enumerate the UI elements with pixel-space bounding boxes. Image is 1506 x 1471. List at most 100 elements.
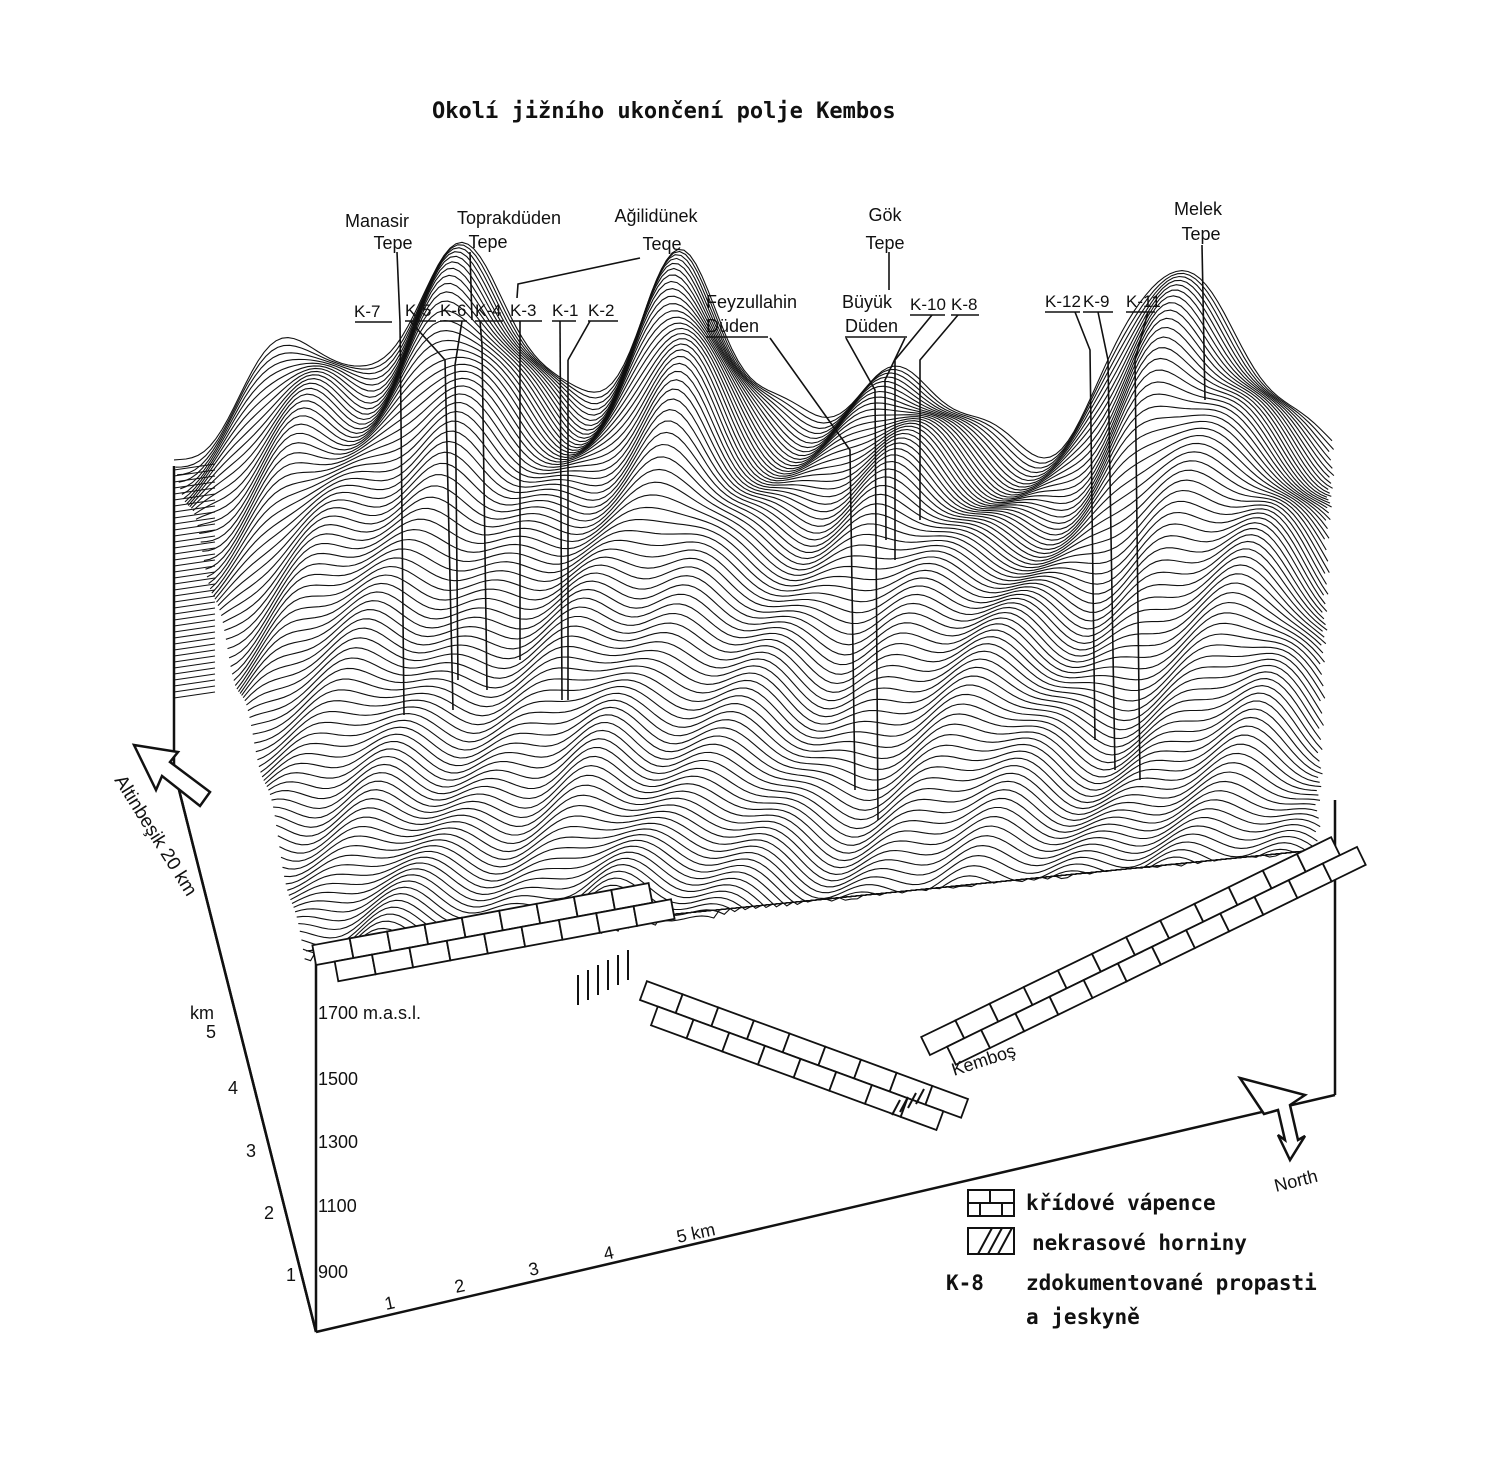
doline-label-feyzullahin: Feyzullahin Düden — [706, 292, 797, 338]
terrain-contour-line — [181, 261, 1335, 495]
north-arrow-icon — [1237, 1075, 1309, 1163]
terrain-contour-line — [250, 656, 1320, 740]
terrain-side-hatch — [173, 613, 216, 621]
terrain-contour-line — [186, 282, 1333, 505]
terrain-contour-line — [217, 443, 1329, 606]
legend-item-nonkarst: nekrasové horniny — [967, 1227, 1247, 1255]
terrain-side-hatch — [173, 565, 216, 573]
terrain-contour-line — [202, 349, 1331, 552]
terrain-side-hatch — [173, 571, 216, 579]
terrain-contour-line — [291, 849, 1319, 909]
front-axis: 1 2 3 4 5 km — [383, 1219, 717, 1314]
cave-label-k5: K-5 — [405, 301, 431, 320]
terrain-contour-line — [187, 291, 1329, 506]
terrain-side-hatch — [173, 661, 216, 669]
cave-labels: K-7 K-5 K-6 K-4 K-3 K-1 K-2 K-10 K-8 K-1… — [354, 292, 1161, 321]
limestone-brick-icon — [967, 1189, 1015, 1217]
terrain-contour-line — [190, 310, 1332, 509]
west-direction-arrow: Altinbeşik 20 km — [110, 743, 212, 900]
terrain-contour-line — [211, 398, 1329, 594]
terrain-contour-line — [203, 355, 1327, 562]
cave-label-k2: K-2 — [588, 301, 614, 320]
terrain-contour-line — [279, 804, 1318, 882]
terrain-side-hatch — [173, 487, 216, 495]
north-direction-label: North — [1272, 1166, 1320, 1196]
terrain-side-hatch — [173, 643, 216, 651]
legend-item-limestone: křídové vápence — [967, 1189, 1216, 1217]
doline-labels: Feyzullahin Düden Büyük Düden — [706, 292, 907, 338]
terrain-side-hatch — [173, 691, 216, 699]
terrain-contour-line — [280, 815, 1320, 888]
nonkarst-rock-hatch — [577, 950, 925, 1116]
terrain-contour-line — [273, 765, 1318, 854]
terrain-contour-line — [263, 714, 1320, 802]
terrain-side-hatch — [173, 499, 216, 507]
terrain-side-hatch — [173, 559, 216, 567]
peak-name: Gök — [868, 205, 902, 225]
peak-label-toprakduden: Toprakdüden Tepe — [457, 208, 561, 252]
terrain-contour-line — [233, 556, 1327, 681]
terrain-contour-line — [183, 267, 1330, 500]
terrain-contour-line — [180, 255, 1333, 490]
terrain-contour-line — [208, 379, 1326, 585]
terrain-contour-line — [214, 420, 1326, 600]
terrain-contour-line — [266, 729, 1317, 821]
terrain-contour-line — [199, 338, 1328, 534]
peak-type: Tepe — [865, 233, 904, 253]
elevation-tick: 1700 m.a.s.l. — [318, 1003, 421, 1023]
peak-label-melek: Melek Tepe — [1174, 199, 1223, 244]
terrain-side-hatch — [173, 625, 216, 633]
peak-name: Melek — [1174, 199, 1223, 219]
terrain-contour-line — [269, 746, 1321, 838]
doline-label-buyuk: Büyük Düden — [842, 292, 907, 338]
elevation-tick: 900 — [318, 1262, 348, 1282]
limestone-brick — [1321, 845, 1367, 883]
terrain-contour-line — [257, 686, 1320, 771]
terrain-contour-line — [244, 615, 1326, 702]
west-arrow-icon — [131, 743, 212, 808]
terrain-contour-line — [234, 564, 1322, 686]
elevation-axis: 1700 m.a.s.l. 1500 1300 1100 900 — [318, 1003, 421, 1282]
terrain-contour-line — [200, 343, 1330, 543]
terrain-side-hatch — [173, 475, 216, 483]
depth-tick: 3 — [246, 1141, 256, 1161]
terrain-contour-line — [255, 679, 1319, 764]
terrain-contour-line — [264, 721, 1322, 811]
terrain-contour-line — [258, 692, 1322, 778]
diagram-title: Okolí jižního ukončení polje Kembos — [432, 99, 896, 124]
elevation-tick: 1300 — [318, 1132, 358, 1152]
terrain-side-hatch — [173, 463, 216, 471]
peak-type: Tepe — [1181, 224, 1220, 244]
terrain-side-hatch — [173, 505, 216, 513]
peak-name: Ağilidünek — [614, 206, 698, 226]
terrain-side-hatch — [173, 583, 216, 591]
terrain-contour-line — [254, 672, 1323, 756]
terrain-side-hatch — [173, 649, 216, 657]
cave-label-k3: K-3 — [510, 301, 536, 320]
terrain-contour-line — [178, 251, 1332, 483]
terrain-contour-line — [285, 834, 1318, 903]
terrain-contour-line — [230, 539, 1323, 667]
terrain-side-hatch — [173, 493, 216, 501]
peak-label-manasir: Manasir Tepe — [345, 211, 413, 253]
terrain-contour-line — [288, 845, 1315, 907]
terrain-contour-line — [205, 362, 1328, 570]
cave-label-k7: K-7 — [354, 302, 380, 321]
legend-label: nekrasové horniny — [1032, 1231, 1247, 1255]
terrain-contour-line — [246, 625, 1321, 712]
terrain-contour-line — [189, 300, 1330, 508]
terrain-contour-line — [192, 316, 1328, 512]
terrain-side-hatch — [173, 481, 216, 489]
terrain-side-hatch — [173, 547, 216, 555]
legend-label: křídové vápence — [1026, 1191, 1216, 1215]
terrain-contour-line — [290, 849, 1317, 908]
limestone-brick — [924, 1084, 970, 1119]
block-frame — [172, 466, 1337, 1334]
elevation-tick: 1100 — [318, 1196, 357, 1216]
cave-label-k12: K-12 — [1045, 292, 1081, 311]
hatched-rock-icon — [967, 1227, 1015, 1255]
front-tick: 5 km — [675, 1219, 717, 1247]
cave-label-k1: K-1 — [552, 301, 578, 320]
terrain-side-hatch — [173, 655, 216, 663]
